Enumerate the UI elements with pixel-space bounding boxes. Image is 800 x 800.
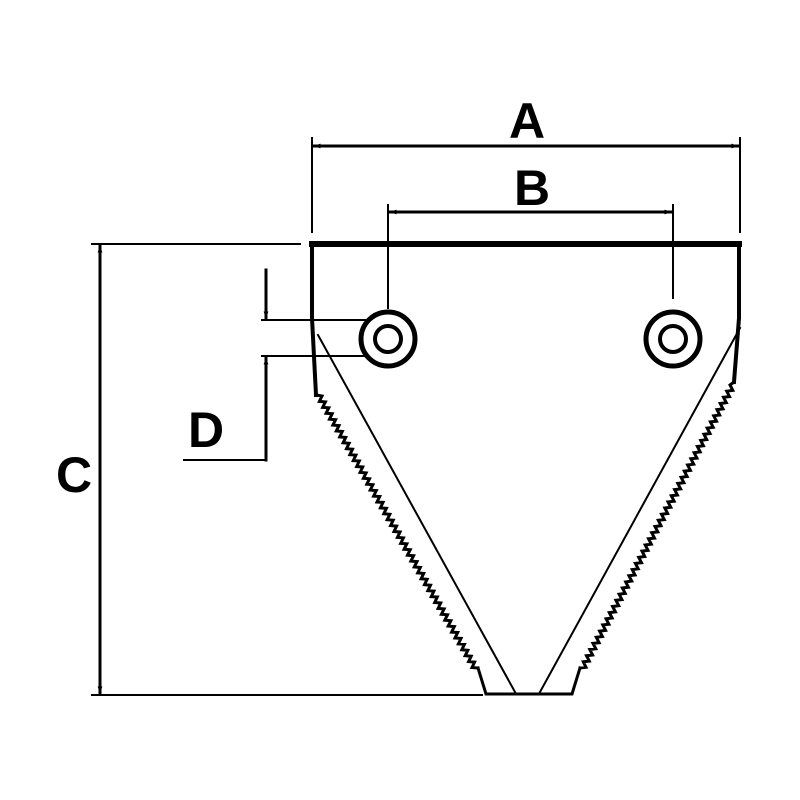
dimension-c-label: C xyxy=(56,447,92,503)
blade xyxy=(309,241,742,696)
rivet-hole-left xyxy=(358,309,418,369)
left-serrated-edge xyxy=(314,393,480,670)
dimension-a-label: A xyxy=(509,93,545,149)
right-bevel-line xyxy=(538,326,742,694)
right-serrated-edge xyxy=(578,379,737,670)
dimension-a: A xyxy=(311,93,741,233)
blade-tip xyxy=(476,666,582,696)
dimension-b: B xyxy=(387,160,674,309)
dimension-d: D xyxy=(183,268,369,462)
dimension-c: C xyxy=(56,243,483,696)
left-bevel-line xyxy=(316,333,517,694)
rivet-hole-right xyxy=(643,309,703,369)
dimension-d-label: D xyxy=(188,402,224,458)
dimension-b-label: B xyxy=(514,160,550,216)
